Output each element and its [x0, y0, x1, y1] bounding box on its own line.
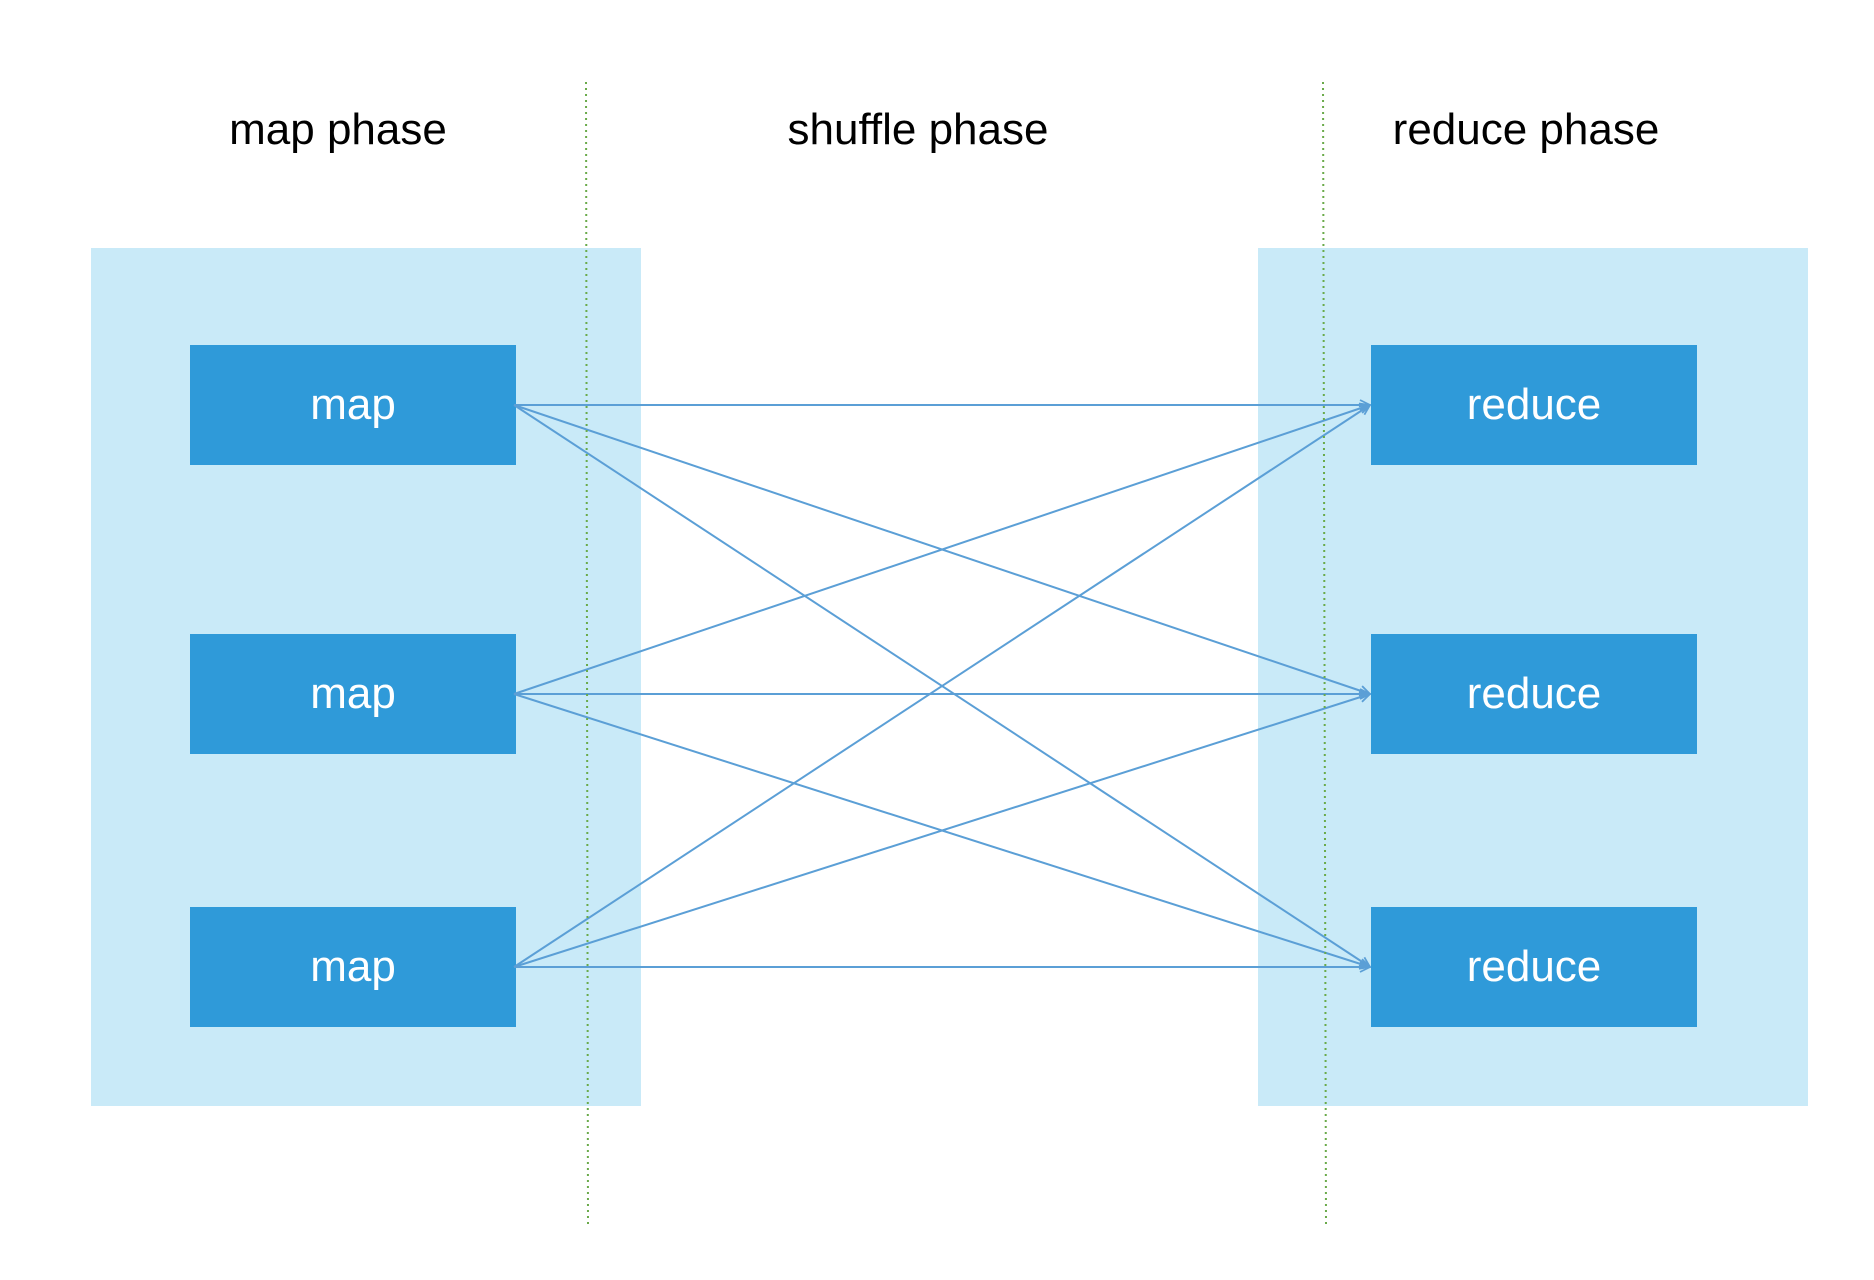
map-node-3: map — [190, 907, 516, 1027]
reduce-node-2: reduce — [1371, 634, 1697, 754]
shuffle-phase-label: shuffle phase — [787, 105, 1049, 154]
edge-map3-to-reduce2 — [513, 694, 1370, 968]
edge-map3-to-reduce1 — [513, 405, 1370, 968]
map-phase-label: map phase — [229, 105, 447, 154]
map-node-1: map — [190, 345, 516, 465]
map-node-2: map — [190, 634, 516, 754]
reduce-node-3: reduce — [1371, 907, 1697, 1027]
phase-divider-right — [1322, 81, 1327, 1225]
reduce-node-1: reduce — [1371, 345, 1697, 465]
phase-divider-left — [585, 81, 589, 1225]
edge-map2-to-reduce1 — [513, 405, 1370, 695]
reduce-phase-label: reduce phase — [1392, 105, 1660, 154]
